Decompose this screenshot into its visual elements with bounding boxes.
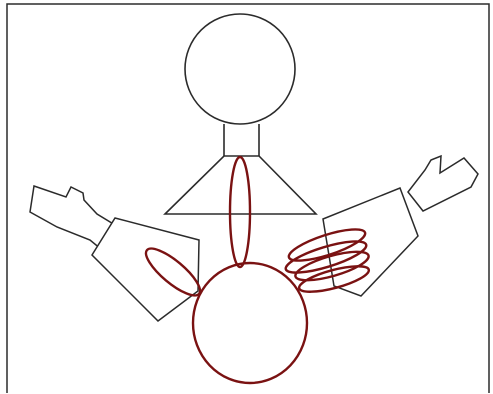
left-arm xyxy=(92,218,199,321)
right-hand xyxy=(408,156,478,211)
shoulder-trapezoid xyxy=(165,156,316,214)
neck xyxy=(224,124,259,156)
head xyxy=(185,14,295,124)
right-arm xyxy=(323,188,418,296)
spine-ellipse xyxy=(230,157,250,267)
base-circle xyxy=(193,263,307,383)
